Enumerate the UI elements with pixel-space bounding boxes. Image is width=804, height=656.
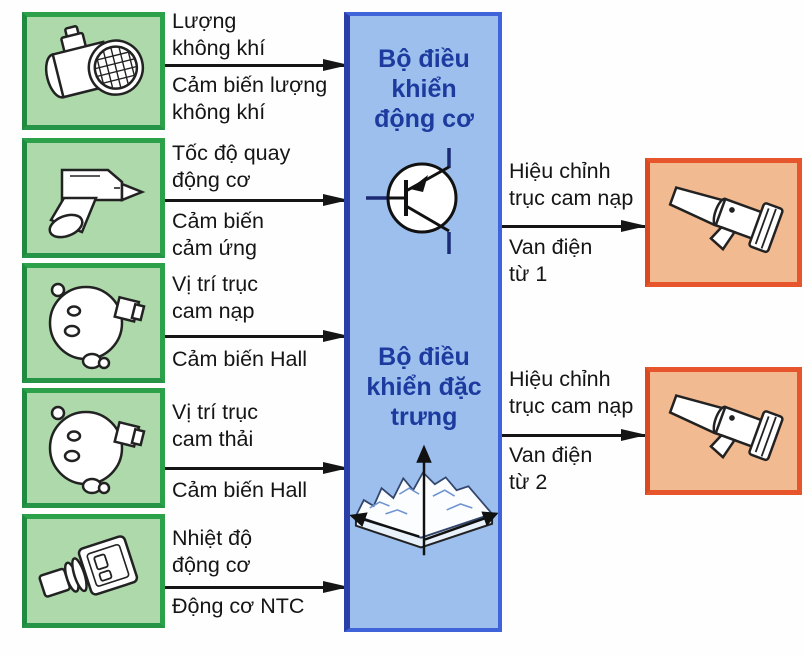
signal-label-engine-temp: Nhiệt độ động cơ [172,526,253,577]
sensor-name-hall-2: Cảm biến Hall [172,478,308,502]
actuator-name-solenoid-1: Van điện từ 1 [509,235,593,286]
signal-label-air-amount: Lượng không khí [172,9,266,60]
air-flow-meter-icon [44,25,144,99]
arrow-air-flow-to-ecu [165,59,349,71]
sensor-name-ntc: Động cơ NTC [172,594,305,618]
ecu-block: Bộ điều khiển động cơ Bộ điều khiển đặc … [344,12,502,632]
temperature-sensor-icon [37,535,138,598]
sensor-box-engine-temperature [22,514,165,628]
sensor-box-exhaust-cam-position [22,388,165,508]
sensor-box-air-flow [22,12,165,130]
hall-sensor-icon [48,405,146,495]
characteristic-map-icon [350,444,498,556]
actuator-box-solenoid-2 [645,367,802,495]
solenoid-valve-icon [668,394,784,462]
actuator-box-solenoid-1 [645,158,802,287]
arrow-exhaust-cam-to-ecu [165,462,349,474]
arrow-engine-speed-to-ecu [165,194,349,206]
signal-label-engine-speed: Tốc độ quay động cơ [172,141,291,192]
arrow-ecu-to-solenoid-2 [502,429,647,441]
arrow-intake-cam-to-ecu [165,330,349,342]
sensor-name-air-flow: Cảm biến lượng không khí [172,73,328,124]
signal-label-intake-cam: Vị trí trục cam nạp [172,272,259,323]
ecu-top-label: Bộ điều khiển động cơ [374,45,474,133]
ecu-bottom-label: Bộ điều khiển đặc trưng [366,343,482,431]
sensor-name-inductive: Cảm biến cảm ứng [172,209,265,260]
sensor-name-hall-1: Cảm biến Hall [172,347,308,371]
signal-label-intake-cam-adjust-1: Hiệu chỉnh trục cam nạp [509,159,634,210]
solenoid-valve-icon [668,185,784,253]
arrow-engine-temp-to-ecu [165,581,349,593]
inductive-sensor-icon [47,168,145,239]
signal-label-exhaust-cam: Vị trí trục cam thải [172,400,259,451]
sensor-box-intake-cam-position [22,263,165,383]
sensor-box-engine-speed [22,138,165,258]
actuator-name-solenoid-2: Van điện từ 2 [509,443,593,494]
transistor-icon [366,148,458,254]
signal-label-intake-cam-adjust-2: Hiệu chỉnh trục cam nạp [509,367,634,418]
hall-sensor-icon [48,282,146,370]
arrow-ecu-to-solenoid-1 [502,220,647,232]
